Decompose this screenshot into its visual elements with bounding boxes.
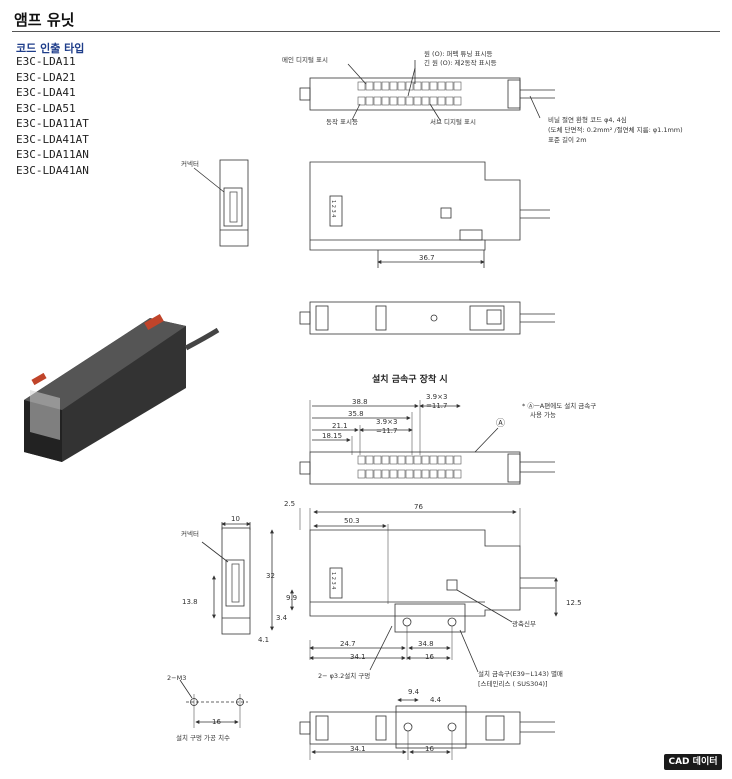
mounting-hole-label: 2− φ3.2설치 구멍 bbox=[318, 672, 371, 680]
hole-pattern bbox=[179, 679, 248, 728]
model-item: E3C-LDA11 bbox=[16, 55, 76, 68]
dim-34-1: 34.1 bbox=[350, 653, 366, 661]
model-item: E3C-LDA21 bbox=[16, 70, 76, 84]
dim-4-4: 4.4 bbox=[430, 696, 442, 704]
connector-label: 커넥터 bbox=[181, 160, 199, 168]
cad-data-button[interactable]: CAD 데이터 bbox=[664, 754, 722, 770]
dim-16-bottom: 16 bbox=[425, 745, 434, 753]
cable-spec-1: 비닐 절연 환형 코드 φ4, 4심 bbox=[548, 116, 627, 124]
mounted-top-view bbox=[299, 400, 555, 485]
terminal-label-top: 1 2 3 4 bbox=[330, 200, 336, 218]
section-heading: 설치 금속구 장착 시 bbox=[372, 375, 448, 385]
dim-76: 76 bbox=[414, 503, 423, 511]
dim-11-7-b: =11.7 bbox=[376, 427, 398, 435]
dim-36-7: 36.7 bbox=[419, 254, 435, 262]
optical-axis-label: 광축신부 bbox=[512, 620, 536, 628]
model-list: E3C-LDA11 E3C-LDA21 E3C-LDA41 E3C-LDA51 … bbox=[16, 54, 89, 178]
dim-34-1-bottom: 34.1 bbox=[350, 745, 366, 753]
model-item: E3C-LDA41AT bbox=[16, 132, 89, 146]
dim-13-8: 13.8 bbox=[182, 598, 198, 606]
mark-a: Ⓐ bbox=[496, 419, 506, 429]
dim-12-5: 12.5 bbox=[566, 599, 582, 607]
page-title: 앰프 유닛 bbox=[14, 11, 75, 29]
m3-label: 2−M3 bbox=[167, 674, 187, 682]
title-divider bbox=[12, 31, 720, 32]
dim-24-7: 24.7 bbox=[340, 640, 356, 648]
bracket-label-2: [스테인리스 ( SUS304)] bbox=[478, 680, 548, 688]
model-item: E3C-LDA11AT bbox=[16, 117, 89, 130]
model-item: E3C-LDA41AN bbox=[16, 163, 89, 177]
mounted-front-view bbox=[270, 508, 558, 673]
connector-label-mounted: 커넥터 bbox=[181, 530, 199, 538]
model-item: E3C-LDA41 bbox=[16, 86, 76, 99]
hole-dims-label: 설치 구멍 가공 치수 bbox=[176, 734, 231, 742]
mounted-side-view bbox=[201, 522, 251, 635]
top-view bbox=[299, 60, 555, 121]
dim-21-1: 21.1 bbox=[332, 422, 348, 430]
dim-16: 16 bbox=[425, 653, 434, 661]
dim-4-1: 4.1 bbox=[258, 636, 270, 644]
indicator-label-1: 원 (O): 퍼펙 튜닝 표시등 bbox=[424, 50, 493, 58]
dim-35-8: 35.8 bbox=[348, 410, 364, 418]
sub-display-label: 서브 디지털 표시 bbox=[430, 118, 476, 126]
dim-16-hole: 16 bbox=[212, 718, 221, 726]
dim-9-4: 9.4 bbox=[408, 688, 420, 696]
type-subtitle: 코드 인출 타입 bbox=[16, 42, 85, 55]
cable-spec-3: 표준 길이 2m bbox=[548, 136, 587, 144]
dim-18-15: 18.15 bbox=[322, 432, 343, 440]
bottom-view bbox=[299, 301, 555, 335]
bracket-label-1: 설치 금속구(E39−L143) 별매 bbox=[478, 670, 563, 678]
terminal-label-mounted: 1 2 3 4 bbox=[330, 572, 336, 590]
operation-indicator-label: 동작 표시등 bbox=[326, 118, 358, 126]
dim-38-8: 38.8 bbox=[352, 398, 368, 406]
mount-note-2: 사용 가능 bbox=[530, 411, 556, 419]
main-display-label: 메인 디지털 표시 bbox=[282, 56, 328, 64]
dim-9-9: 9.9 bbox=[286, 594, 298, 602]
dim-3-9x3-b: 3.9×3 bbox=[376, 418, 398, 426]
indicator-label-2: 긴 원 (O): 제2동작 표시등 bbox=[424, 59, 497, 67]
dim-50-3: 50.3 bbox=[344, 517, 360, 525]
dim-32: 32 bbox=[266, 572, 275, 580]
cable-spec-2: (도체 단면적: 0.2mm² /절연체 지름: φ1.1mm) bbox=[548, 126, 683, 134]
mounted-bottom-view bbox=[299, 698, 555, 760]
model-item: E3C-LDA51 bbox=[16, 101, 76, 115]
mount-note-1: * ⒶㅡA편에도 설치 금속구 bbox=[522, 402, 597, 410]
side-view-connector bbox=[193, 159, 249, 247]
front-view bbox=[309, 161, 550, 268]
dim-34-8: 34.8 bbox=[418, 640, 434, 648]
dim-3-9x3-a: 3.9×3 bbox=[426, 393, 448, 401]
dim-3-4: 3.4 bbox=[276, 614, 288, 622]
dim-11-7-a: =11.7 bbox=[426, 402, 448, 410]
dim-10: 10 bbox=[231, 515, 240, 523]
model-item: E3C-LDA11AN bbox=[16, 148, 89, 161]
product-photo bbox=[24, 314, 220, 462]
dim-2-5: 2.5 bbox=[284, 500, 296, 508]
